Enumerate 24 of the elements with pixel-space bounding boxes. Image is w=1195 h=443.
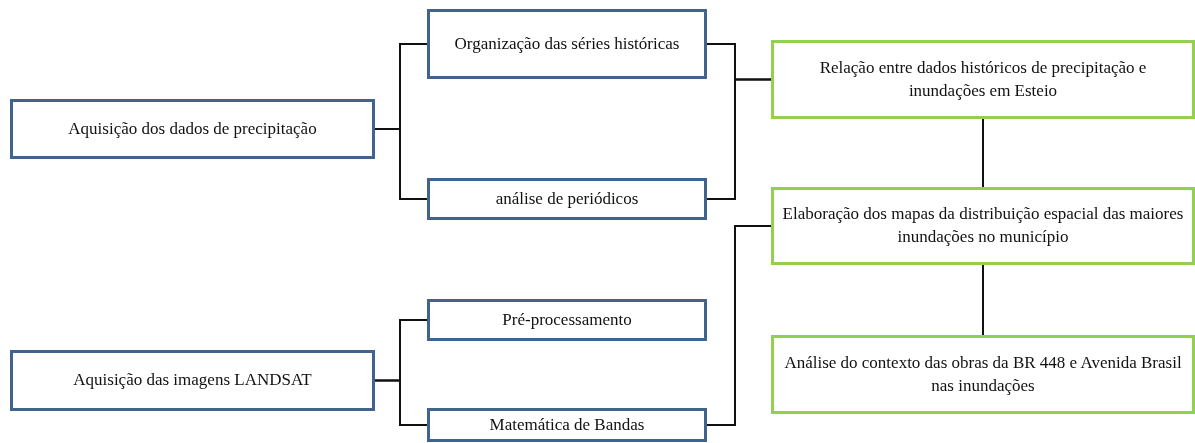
connector-line — [706, 225, 772, 426]
process-box — [427, 178, 707, 220]
connector-line — [374, 128, 428, 200]
box-label: Organização das séries históricas — [454, 32, 680, 55]
connector-line — [982, 118, 984, 188]
connector-line — [706, 78, 772, 200]
process-box — [771, 187, 1195, 265]
box-label: Pré-processamento — [502, 308, 632, 331]
connector-line — [982, 264, 984, 336]
process-box — [10, 350, 375, 411]
box-label: Análise do contexto das obras da BR 448 e Avenida Brasil nas inundações — [783, 351, 1183, 397]
process-box — [771, 335, 1195, 414]
process-box — [427, 408, 707, 442]
box-label: Relação entre dados históricos de precipitação e inundações em Esteio — [818, 56, 1148, 102]
process-box — [427, 299, 707, 341]
box-label: análise de periódicos — [495, 187, 639, 210]
box-label: Aquisição dos dados de precipitação — [68, 117, 317, 140]
process-box — [771, 40, 1195, 119]
box-label: Aquisição das imagens LANDSAT — [73, 369, 312, 392]
box-label: Matemática de Bandas — [489, 413, 645, 436]
box-label: Elaboração dos mapas da distribuição espacial das maiores inundações no município — [782, 203, 1184, 248]
connector-line — [374, 379, 428, 426]
process-box — [427, 9, 707, 79]
process-box — [10, 99, 375, 159]
